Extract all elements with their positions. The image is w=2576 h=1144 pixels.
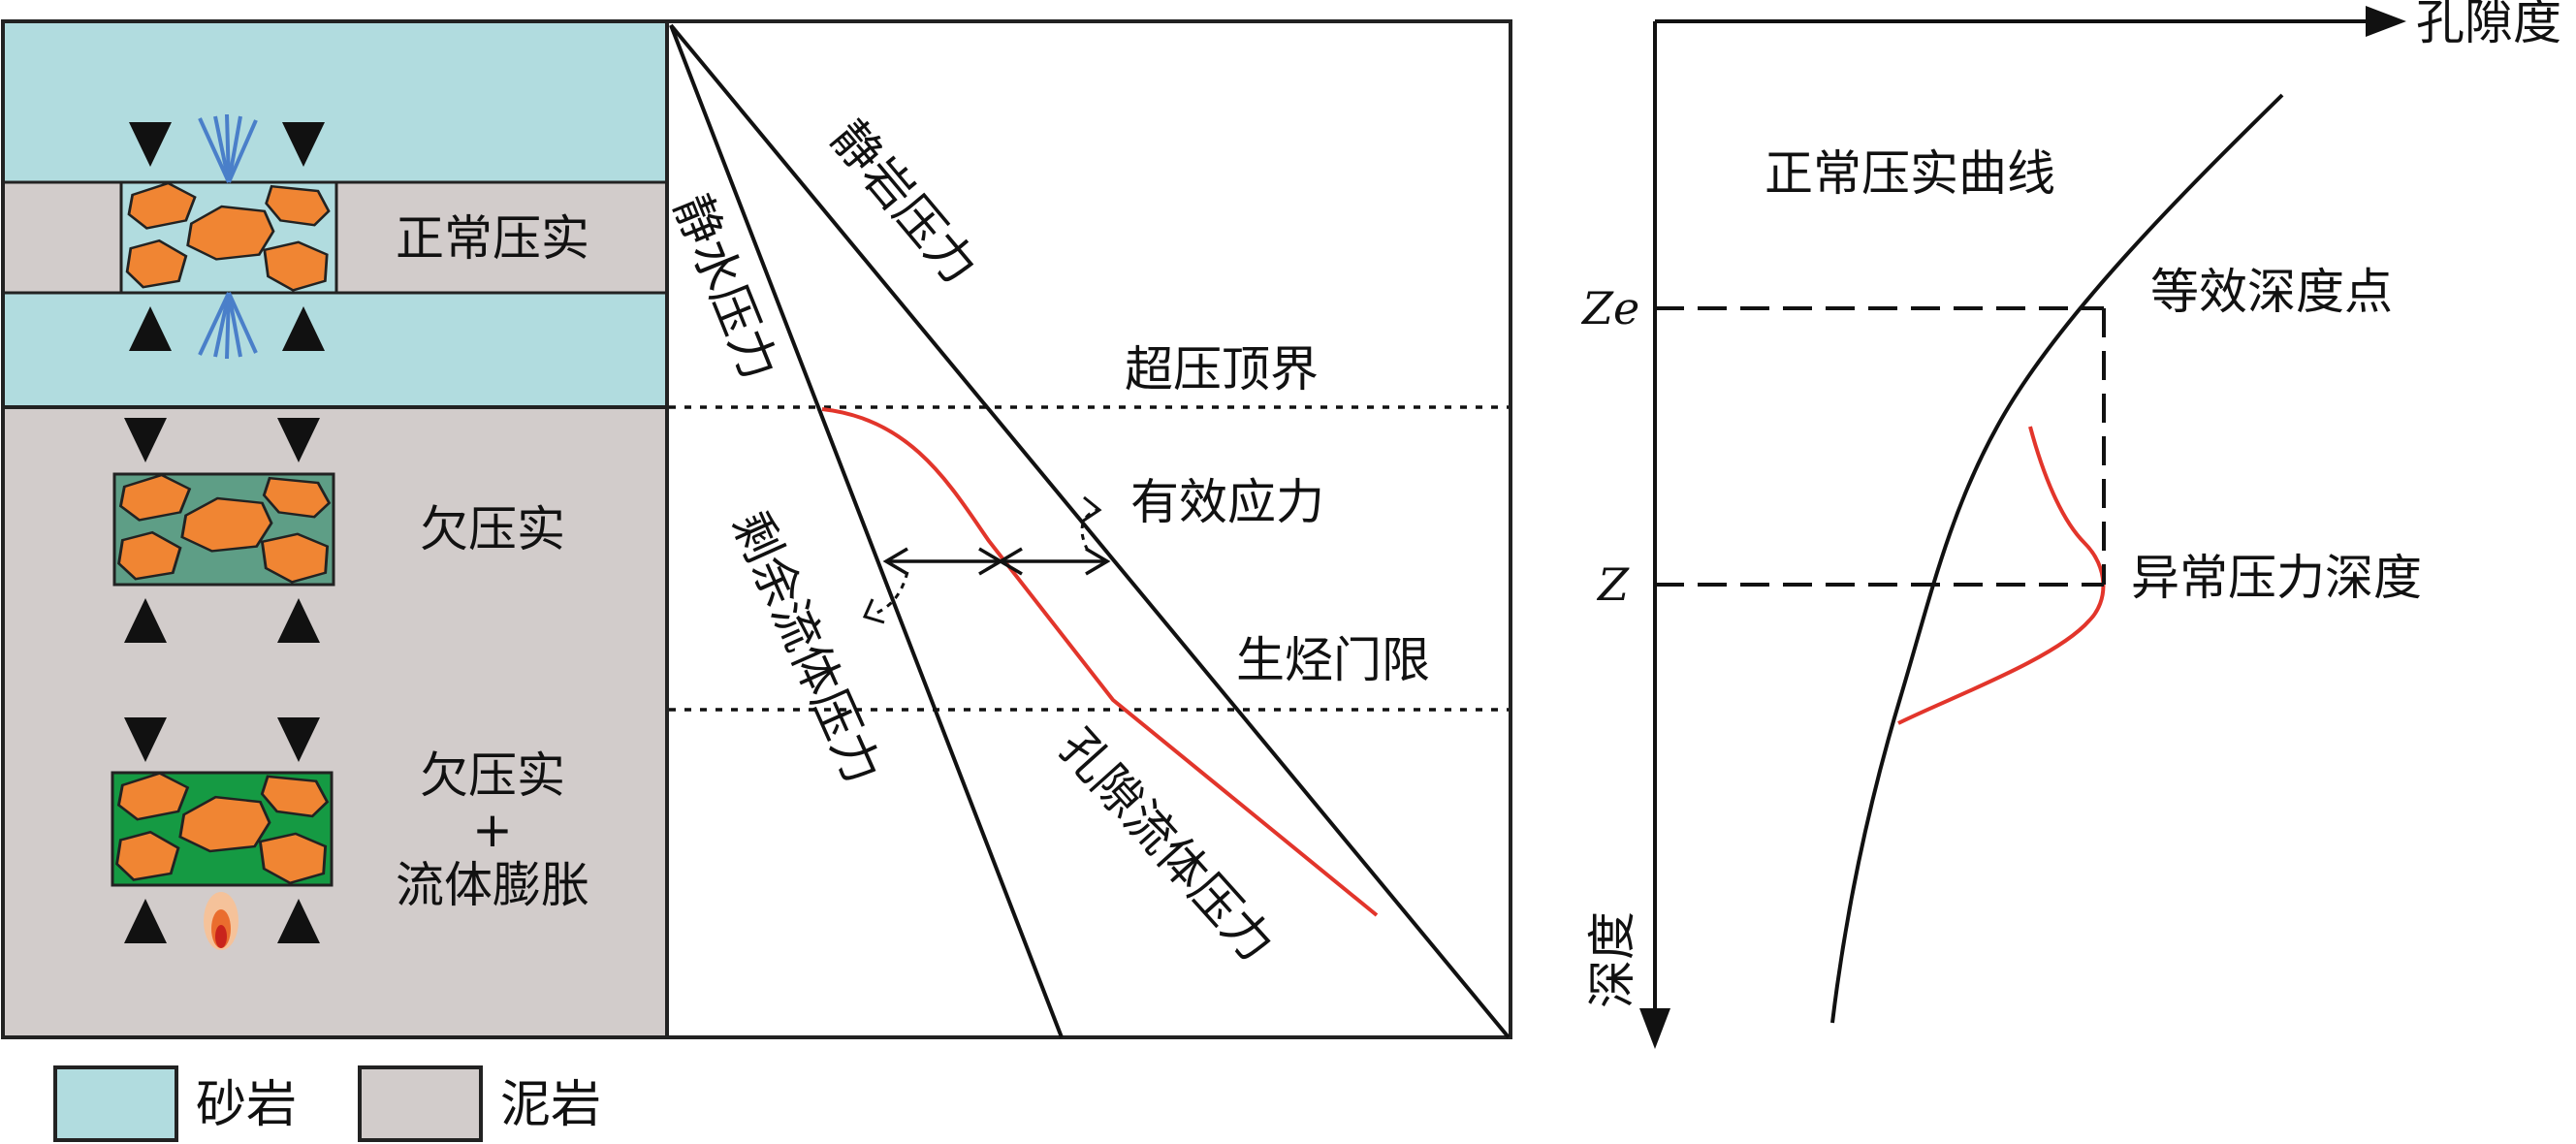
effective-stress-label: 有效应力 <box>1130 474 1324 530</box>
equivalent-depth-point-label: 等效深度点 <box>2150 264 2393 320</box>
overpressure-top-label: 超压顶界 <box>1125 341 1319 397</box>
effective-stress-arrow <box>997 547 1111 576</box>
undercompaction-fluid-expansion-sample <box>111 717 334 950</box>
porosity-depth-panel: 孔隙度 深度 Ze Z 正常压实曲线 等效深度点 异常压力深度 <box>1580 0 2561 1049</box>
undercompaction-expansion-label-3: 流体膨胀 <box>396 857 589 913</box>
normal-compaction-label: 正常压实 <box>396 210 589 267</box>
sandstone-layer-lower <box>3 293 667 407</box>
abnormal-porosity-curve <box>1897 426 2106 725</box>
ze-label: Ze <box>1580 282 1639 334</box>
undercompaction-label: 欠压实 <box>420 501 565 557</box>
normal-compaction-curve <box>1830 93 2284 1024</box>
pressure-depth-panel: 静岩压力 静水压力 超压顶界 有效应力 剩余流体压力 生烃门限 孔隙流体压力 <box>663 19 1512 1039</box>
fluid-expulsion-arrow-icon <box>198 113 258 183</box>
depth-axis-label: 深度 <box>1584 911 1640 1008</box>
normal-compaction-curve-label: 正常压实曲线 <box>1765 145 2055 202</box>
fluid-expulsion-arrow-icon <box>198 292 258 360</box>
lithostatic-pressure-line <box>669 23 1511 1039</box>
undercompaction-expansion-label-2: + <box>472 802 513 858</box>
legend-item-mudstone: 泥岩 <box>358 1065 601 1142</box>
hydrocarbon-threshold-label: 生烃门限 <box>1236 632 1430 688</box>
legend-item-sandstone: 砂岩 <box>53 1065 297 1142</box>
normal-compaction-sample <box>119 113 338 360</box>
residual-pressure-leader-arrow <box>872 571 909 617</box>
pore-fluid-pressure-curve <box>821 407 1379 917</box>
porosity-axis-label: 孔隙度 <box>2416 0 2561 50</box>
effective-stress-leader-arrow <box>1080 508 1098 552</box>
undercompaction-expansion-label-1: 欠压实 <box>420 747 565 804</box>
legend-sandstone-label: 砂岩 <box>196 1076 297 1134</box>
depth-axis-arrow-icon <box>1639 1008 1670 1049</box>
legend: 砂岩 泥岩 <box>53 1065 601 1142</box>
undercompaction-sample <box>112 418 335 643</box>
abnormal-pressure-depth-label: 异常压力深度 <box>2131 550 2422 606</box>
porosity-axis-arrow-icon <box>2366 6 2406 37</box>
hydrostatic-pressure-line <box>669 24 1064 1038</box>
heat-flame-icon <box>204 892 239 950</box>
sandstone-layer-top <box>3 21 667 182</box>
z-label: Z <box>1596 558 1630 611</box>
legend-mudstone-label: 泥岩 <box>500 1076 601 1134</box>
lithology-column: 正常压实 欠压实 欠压实 + 流体膨胀 <box>1 19 669 1039</box>
